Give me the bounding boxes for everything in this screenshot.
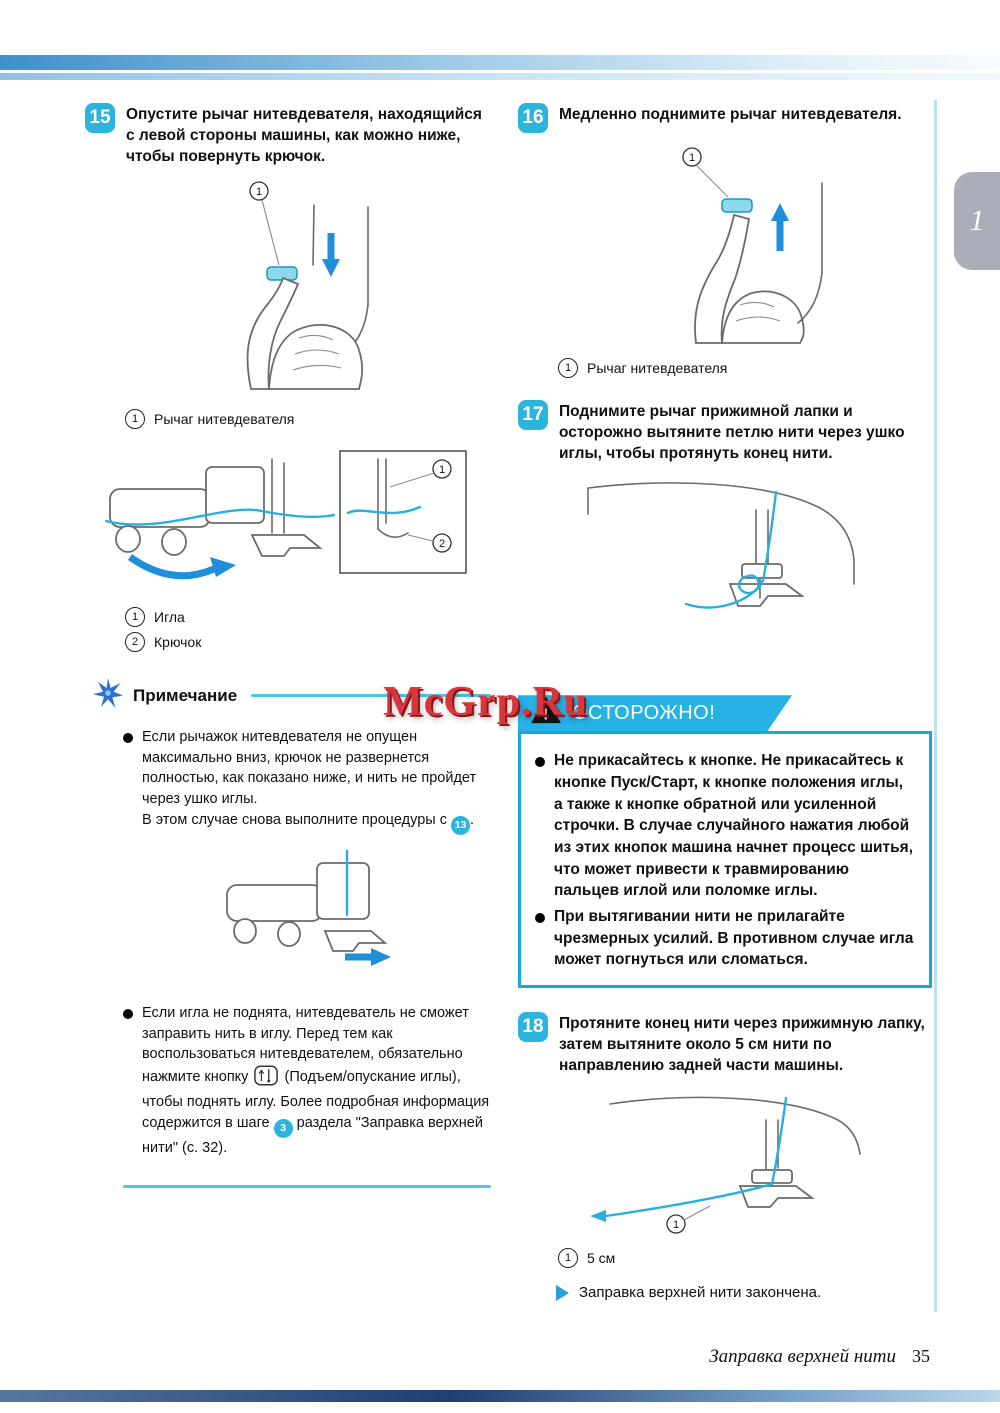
needle-up-down-button-icon <box>254 1065 279 1093</box>
step-18-instruction: Протяните конец нити через прижимную лап… <box>559 1015 925 1074</box>
chapter-tab: 1 <box>954 172 1000 270</box>
result-text: Заправка верхней нити закончена. <box>579 1284 822 1302</box>
warning-title: ОСТОРОЖНО! <box>572 701 716 724</box>
step-16-number-badge: 16 <box>518 103 548 133</box>
left-column: 15 Опустите рычаг нитевдевателя, находящ… <box>85 103 491 1188</box>
caption-needle: 1 Игла <box>125 607 491 628</box>
bullet-dot <box>535 913 545 924</box>
note-bullet-1-text-2: В этом случае снова выполните процедуры … <box>142 810 491 835</box>
step-15-number-badge: 15 <box>85 103 115 133</box>
result-line: Заправка верхней нити закончена. <box>556 1284 932 1301</box>
note-title-rule <box>251 694 491 698</box>
step-18: 18 Протяните конец нити через прижимную … <box>518 1012 932 1076</box>
result-triangle-icon <box>556 1284 569 1301</box>
caption-hook: 2 Крючок <box>125 632 491 653</box>
note-bullet-1-text: Если рычажок нитевдевателя не опущен мак… <box>142 729 477 808</box>
illustration-needle-hook-detail: 1 2 <box>85 445 491 602</box>
footer-section-title: Заправка верхней нити <box>709 1346 896 1367</box>
callout-2: 2 <box>125 632 145 653</box>
step-16: 16 Медленно поднимите рычаг нитевдевател… <box>518 103 932 133</box>
step-15: 15 Опустите рычаг нитевдевателя, находящ… <box>85 103 491 167</box>
svg-text:1: 1 <box>439 464 445 476</box>
illustration-press-threader-lever: 1 <box>85 177 491 404</box>
callout-1: 1 <box>558 358 578 378</box>
callout-1: 1 <box>125 409 145 430</box>
sparkle-icon <box>93 678 123 713</box>
callout-1: 1 <box>558 1248 578 1269</box>
caption-threader-lever: 1 Рычаг нитевдевателя <box>125 409 491 430</box>
warning-triangle-icon: ! <box>530 696 562 730</box>
step-13-reference-badge: 13 <box>451 815 471 835</box>
note-section: Примечание Если рычажок нитевдевателя не… <box>85 678 491 1188</box>
warning-bullet-1-text: Не прикасайтесь к кнопке. Не прикасайтес… <box>554 752 914 900</box>
step-16-instruction: Медленно поднимите рычаг нитевдевателя. <box>559 106 902 123</box>
note-bullet-1: Если рычажок нитевдевателя не опущен мак… <box>123 727 491 989</box>
step-17-number-badge: 17 <box>518 400 548 430</box>
warning-section: ! ОСТОРОЖНО! Не прикасайтесь к кнопке. Н… <box>518 695 932 989</box>
illustration-hook-not-rotated <box>142 849 491 988</box>
bottom-gradient-bar <box>0 1390 1000 1402</box>
illustration-pull-thread-back: 1 <box>518 1086 932 1243</box>
caption-needle-label: Игла <box>154 609 185 626</box>
bullet-dot <box>123 1009 133 1020</box>
footer-page-number: 35 <box>912 1346 930 1366</box>
illustration-lift-threader-lever: 1 <box>518 143 932 353</box>
warning-bullet-2-text: При вытягивании нити не прилагайте чрезм… <box>554 908 914 969</box>
step-17-instruction: Поднимите рычаг прижимной лапки и осторо… <box>559 403 905 462</box>
note-closing-rule <box>123 1184 491 1188</box>
warning-header: ! ОСТОРОЖНО! <box>518 695 792 732</box>
note-header: Примечание <box>93 678 491 713</box>
bullet-dot <box>535 757 545 768</box>
step-18-number-badge: 18 <box>518 1012 548 1043</box>
step-17: 17 Поднимите рычаг прижимной лапки и ост… <box>518 400 932 464</box>
right-divider-line <box>934 100 937 1312</box>
caption-5cm-label: 5 см <box>587 1250 616 1267</box>
warning-bullet-2: При вытягивании нити не прилагайте чрезм… <box>535 906 915 971</box>
step-3-reference-badge: 3 <box>273 1118 293 1138</box>
note-bullet-2: Если игла не поднята, нитевдеватель не с… <box>123 1003 491 1158</box>
bullet-dot <box>123 733 133 744</box>
note-bullet-2-text: Если игла не поднята, нитевдеватель не с… <box>142 1005 490 1156</box>
svg-text:1: 1 <box>673 1219 679 1231</box>
caption-threader-lever-16-label: Рычаг нитевдевателя <box>587 360 728 376</box>
step-15-instruction: Опустите рычаг нитевдевателя, находящийс… <box>126 106 482 165</box>
callout-1: 1 <box>125 607 145 628</box>
svg-text:2: 2 <box>439 538 445 550</box>
svg-text:1: 1 <box>256 186 262 198</box>
chapter-tab-number: 1 <box>969 204 985 237</box>
warning-bullet-1: Не прикасайтесь к кнопке. Не прикасайтес… <box>535 750 915 902</box>
caption-hook-label: Крючок <box>154 634 202 651</box>
svg-text:!: ! <box>543 707 549 724</box>
caption-threader-lever-label: Рычаг нитевдевателя <box>154 411 295 428</box>
right-column: 16 Медленно поднимите рычаг нитевдевател… <box>518 103 932 1301</box>
note-title: Примечание <box>133 685 238 705</box>
warning-box: Не прикасайтесь к кнопке. Не прикасайтес… <box>518 731 932 989</box>
top-gradient-bar <box>0 55 1000 70</box>
caption-5cm: 1 5 см <box>558 1248 932 1269</box>
page-footer: Заправка верхней нити 35 <box>709 1346 930 1368</box>
caption-threader-lever-16: 1 Рычаг нитевдевателя <box>558 358 932 378</box>
svg-text:1: 1 <box>689 152 695 164</box>
top-gradient-bar-thin <box>0 73 1000 80</box>
illustration-pull-thread-loop <box>518 474 932 647</box>
